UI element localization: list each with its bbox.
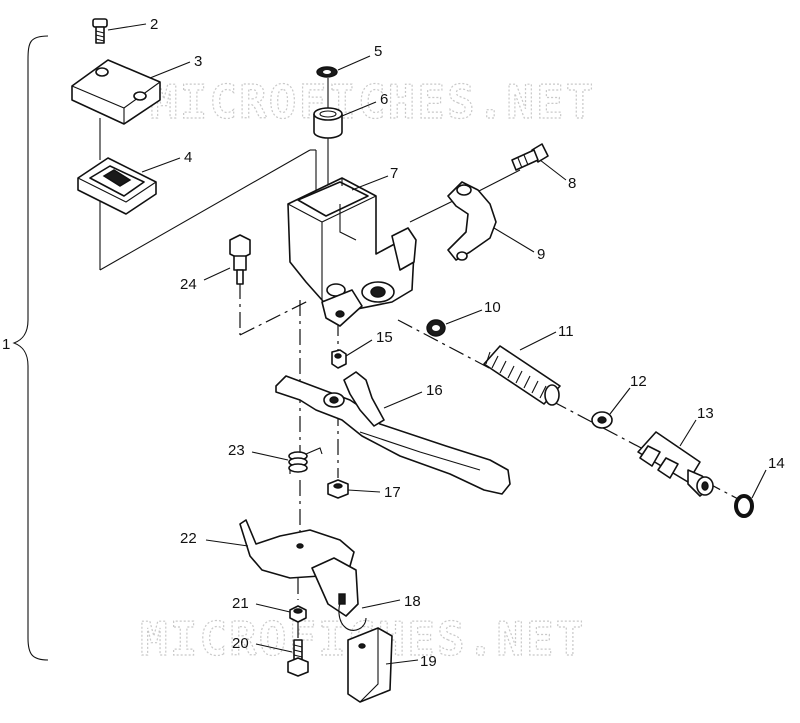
part-22-switch-bracket [239,519,359,617]
label-8: 8 [568,175,576,192]
part-19-switch-tag [347,627,393,703]
part-13-piston [637,431,714,497]
label-14: 14 [768,455,785,472]
part-5-washer [316,66,338,78]
label-1: 1 [2,336,10,353]
label-5: 5 [374,43,382,60]
label-16: 16 [426,382,443,399]
label-2: 2 [150,16,158,33]
part-11-spring [483,345,561,406]
watermark-top: MICROFICHES.NET [150,75,595,129]
label-18: 18 [404,593,421,610]
part-3-reservoir-cover [71,59,161,125]
label-13: 13 [697,405,714,422]
part-17-nut [327,479,349,499]
part-4-diaphragm [77,157,157,215]
part-15-nut [331,349,347,369]
part-8-bolt [511,143,549,171]
label-15: 15 [376,329,393,346]
label-17: 17 [384,484,401,501]
label-12: 12 [630,373,647,390]
label-9: 9 [537,246,545,263]
part-6-bushing [313,107,343,139]
part-9-clamp [447,181,497,261]
label-21: 21 [232,595,249,612]
part-18-switch-wire [338,593,367,631]
part-12-washer [591,411,613,429]
part-24-pivot-bolt [229,234,251,285]
label-10: 10 [484,299,501,316]
part-10-washer [426,319,446,337]
label-3: 3 [194,53,202,70]
part-20-screw [287,639,309,677]
label-11: 11 [558,323,574,340]
label-22: 22 [180,530,197,547]
part-23-torsion-spring [288,447,323,474]
label-6: 6 [380,91,388,108]
center-lines [99,78,741,640]
part-14-o-ring [734,494,754,518]
assembly-brace [12,35,49,661]
part-16-brake-lever [275,371,511,495]
leader-lines [107,23,767,665]
part-2-screw [92,18,108,44]
label-20: 20 [232,635,249,652]
label-4: 4 [184,149,192,166]
part-7-master-cylinder [287,177,417,327]
label-7: 7 [390,165,398,182]
label-24: 24 [180,276,197,293]
part-21-washer [289,605,307,623]
label-19: 19 [420,653,437,670]
label-23: 23 [228,442,245,459]
